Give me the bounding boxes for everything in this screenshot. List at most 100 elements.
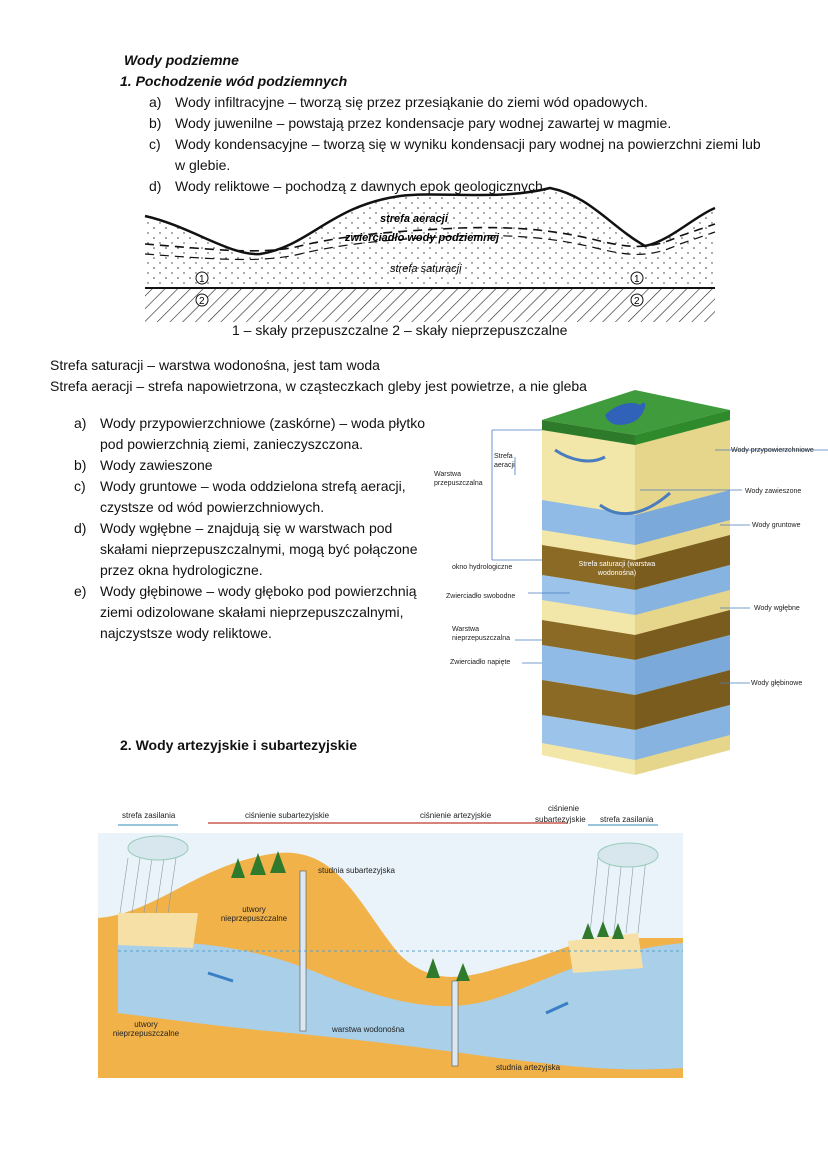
label-studnia-art: studnia artezyjska <box>496 1063 561 1072</box>
lake <box>605 402 646 425</box>
recharge-zone-right <box>568 933 643 973</box>
list-text: Wody reliktowe – pochodzą z dawnych epok… <box>175 178 547 194</box>
artesian-well <box>451 980 459 1067</box>
layer-blue-3-side <box>635 635 730 695</box>
definition-aeracji: Strefa aeracji – strefa napowietrzona, w… <box>50 378 587 394</box>
label-strefa-saturacji: Strefa saturacji (warstwa wodonośna) <box>578 561 656 577</box>
list-text-cont: najczystsze wody reliktowe. <box>100 625 272 641</box>
label-strefa-zasilania-right: strefa zasilania <box>600 815 654 824</box>
label-r-gruntowe: Wody gruntowe <box>752 522 801 529</box>
rain-right <box>589 857 647 934</box>
section2-heading: 2. Wody artezyjskie i subartezyjskie <box>120 737 358 753</box>
groundwater-block-diagram <box>491 390 828 775</box>
list-text-cont: ziemi odizolowane skałami nieprzepuszcza… <box>100 604 404 620</box>
label-strefa-zasilania-left: strefa zasilania <box>122 811 176 820</box>
list-text: Wody wgłębne – znajdują się w warstwach … <box>100 520 393 536</box>
label-zw-swobodne: Zwierciadło swobodne <box>446 593 516 600</box>
layer-blue-4 <box>542 715 635 760</box>
marker-circle-1 <box>195 271 209 285</box>
label-cisnienie-sub: ciśnienie subartezyjskie <box>245 811 330 820</box>
cloud-left <box>127 835 189 861</box>
list-text-cont: skałami nieprzepuszczalnymi, mogą być po… <box>100 541 418 557</box>
zones-diagram: strefa aeracji zwierciadło wody podziemn… <box>144 186 716 322</box>
layer-blue-1-side <box>635 490 730 545</box>
label-r-zawieszone: Wody zawieszone <box>745 488 802 495</box>
marker-2-right: 2 <box>634 296 640 307</box>
marker-circle-2r <box>630 293 644 307</box>
artesian-diagram <box>98 803 683 1078</box>
list-text-cont: w glebie. <box>175 157 231 173</box>
label-utwory-top: utwory nieprzepuszczalne <box>220 905 288 923</box>
types-list: a) Wody przypowierzchniowe (zaskórne) – w… <box>74 413 425 644</box>
layer-blue-3 <box>542 645 635 695</box>
list-item: d) Wody wgłębne – znajdują się w warstwac… <box>74 518 425 539</box>
label-cisnienie-sub-r1: ciśnienie <box>548 804 580 813</box>
section1-heading: 1. Pochodzenie wód podziemnych <box>120 73 348 89</box>
label-zwierciadlo: zwierciadło wody podziemnej <box>344 232 500 244</box>
marker-circle-1r <box>630 271 644 285</box>
label-utwory-bottom: utwory nieprzepuszczalne <box>112 1020 180 1038</box>
list-marker: a) <box>74 415 87 431</box>
label-warstwa-wodonosna: warstwa wodonośna <box>332 1025 405 1034</box>
list-text: Wody zawieszone <box>100 457 213 473</box>
label-cisnienie-art: ciśnienie artezyjskie <box>420 811 492 820</box>
definition-saturacji: Strefa saturacji – warstwa wodonośna, je… <box>50 357 380 373</box>
marker-1-right: 1 <box>634 274 640 285</box>
label-cisnienie-sub-r2: subartezyjskie <box>535 815 586 824</box>
rain-left <box>119 857 177 914</box>
label-warstwa-przepuszczalna: Warstwa przepuszczalna <box>434 471 483 487</box>
perched-water-1 <box>554 448 606 463</box>
layer-blue-2 <box>542 575 635 615</box>
list-text: Wody infiltracyjne – tworzą się przez pr… <box>175 94 648 110</box>
perched-water-2 <box>599 491 671 516</box>
list-marker: d) <box>74 520 87 536</box>
layer-brown-1-side <box>635 535 730 590</box>
list-marker: d) <box>149 178 162 194</box>
label-r-glebinowe: Wody głębinowe <box>751 680 803 687</box>
water-table-line <box>144 223 716 252</box>
layer-brown-3-side <box>635 670 730 730</box>
list-text-cont: czystsze od wód powierzchniowych. <box>100 499 325 515</box>
layer-brown-2 <box>542 620 635 660</box>
marker-1-left: 1 <box>199 274 205 285</box>
label-r-wglebne: Wody wgłębne <box>754 605 800 612</box>
list-item: a) Wody przypowierzchniowe (zaskórne) – w… <box>74 413 425 434</box>
grass-front <box>542 420 635 445</box>
cloud-right <box>597 842 659 868</box>
list-text: Wody głębinowe – wody głęboko pod powier… <box>100 583 417 599</box>
list-marker: c) <box>74 478 86 494</box>
label-zw-napiete: Zwierciadło napięte <box>450 659 511 666</box>
list-text: Wody kondensacyjne – tworzą się w wyniku… <box>175 136 761 152</box>
list-text-cont: przez okna hydrologiczne. <box>100 562 263 578</box>
origin-list: a) Wody infiltracyjne – tworzą się przez … <box>149 92 761 197</box>
marker-2-left: 2 <box>199 296 205 307</box>
recharge-zone-left <box>118 913 198 948</box>
list-text-cont: pod powierzchnią ziemi, zanieczyszczona. <box>100 436 364 452</box>
diagram1-caption: 1 – skały przepuszczalne 2 – skały niepr… <box>232 322 568 338</box>
aquifer <box>118 941 683 1070</box>
flow-arrow <box>207 971 234 983</box>
label-strefa-aeracji: Strefa aeracji <box>494 453 515 469</box>
marker-circle-2 <box>195 293 209 307</box>
list-marker: b) <box>149 115 162 131</box>
list-marker: c) <box>149 136 161 152</box>
list-text: Wody gruntowe – woda oddzielona strefą a… <box>100 478 406 494</box>
layer-brown-2-side <box>635 610 730 660</box>
impermeable-layer <box>145 288 715 322</box>
flow-arrow <box>545 1001 569 1015</box>
list-text: Wody przypowierzchniowe (zaskórne) – wod… <box>100 415 425 431</box>
label-studnia-sub: studnia subartezyjska <box>318 866 395 875</box>
label-okno: okno hydrologiczne <box>452 564 513 571</box>
layer-brown-3 <box>542 680 635 730</box>
label-saturacji: strefa saturacji <box>390 263 462 275</box>
list-item: b)Wody juwenilne – powstają przez konden… <box>149 113 761 134</box>
label-warstwa-nieprzep: Warstwa nieprzepuszczalna <box>452 626 510 642</box>
layer-blue-2-side <box>635 565 730 615</box>
water-table-line-2 <box>144 231 716 261</box>
list-marker: e) <box>74 583 87 599</box>
label-aeracji: strefa aeracji <box>380 213 449 225</box>
list-item: d) Wody reliktowe – pochodzą z dawnych ep… <box>149 176 761 197</box>
list-marker: a) <box>149 94 162 110</box>
trees <box>231 851 624 981</box>
list-item: c) Wody gruntowe – woda oddzielona strefą… <box>74 476 425 497</box>
